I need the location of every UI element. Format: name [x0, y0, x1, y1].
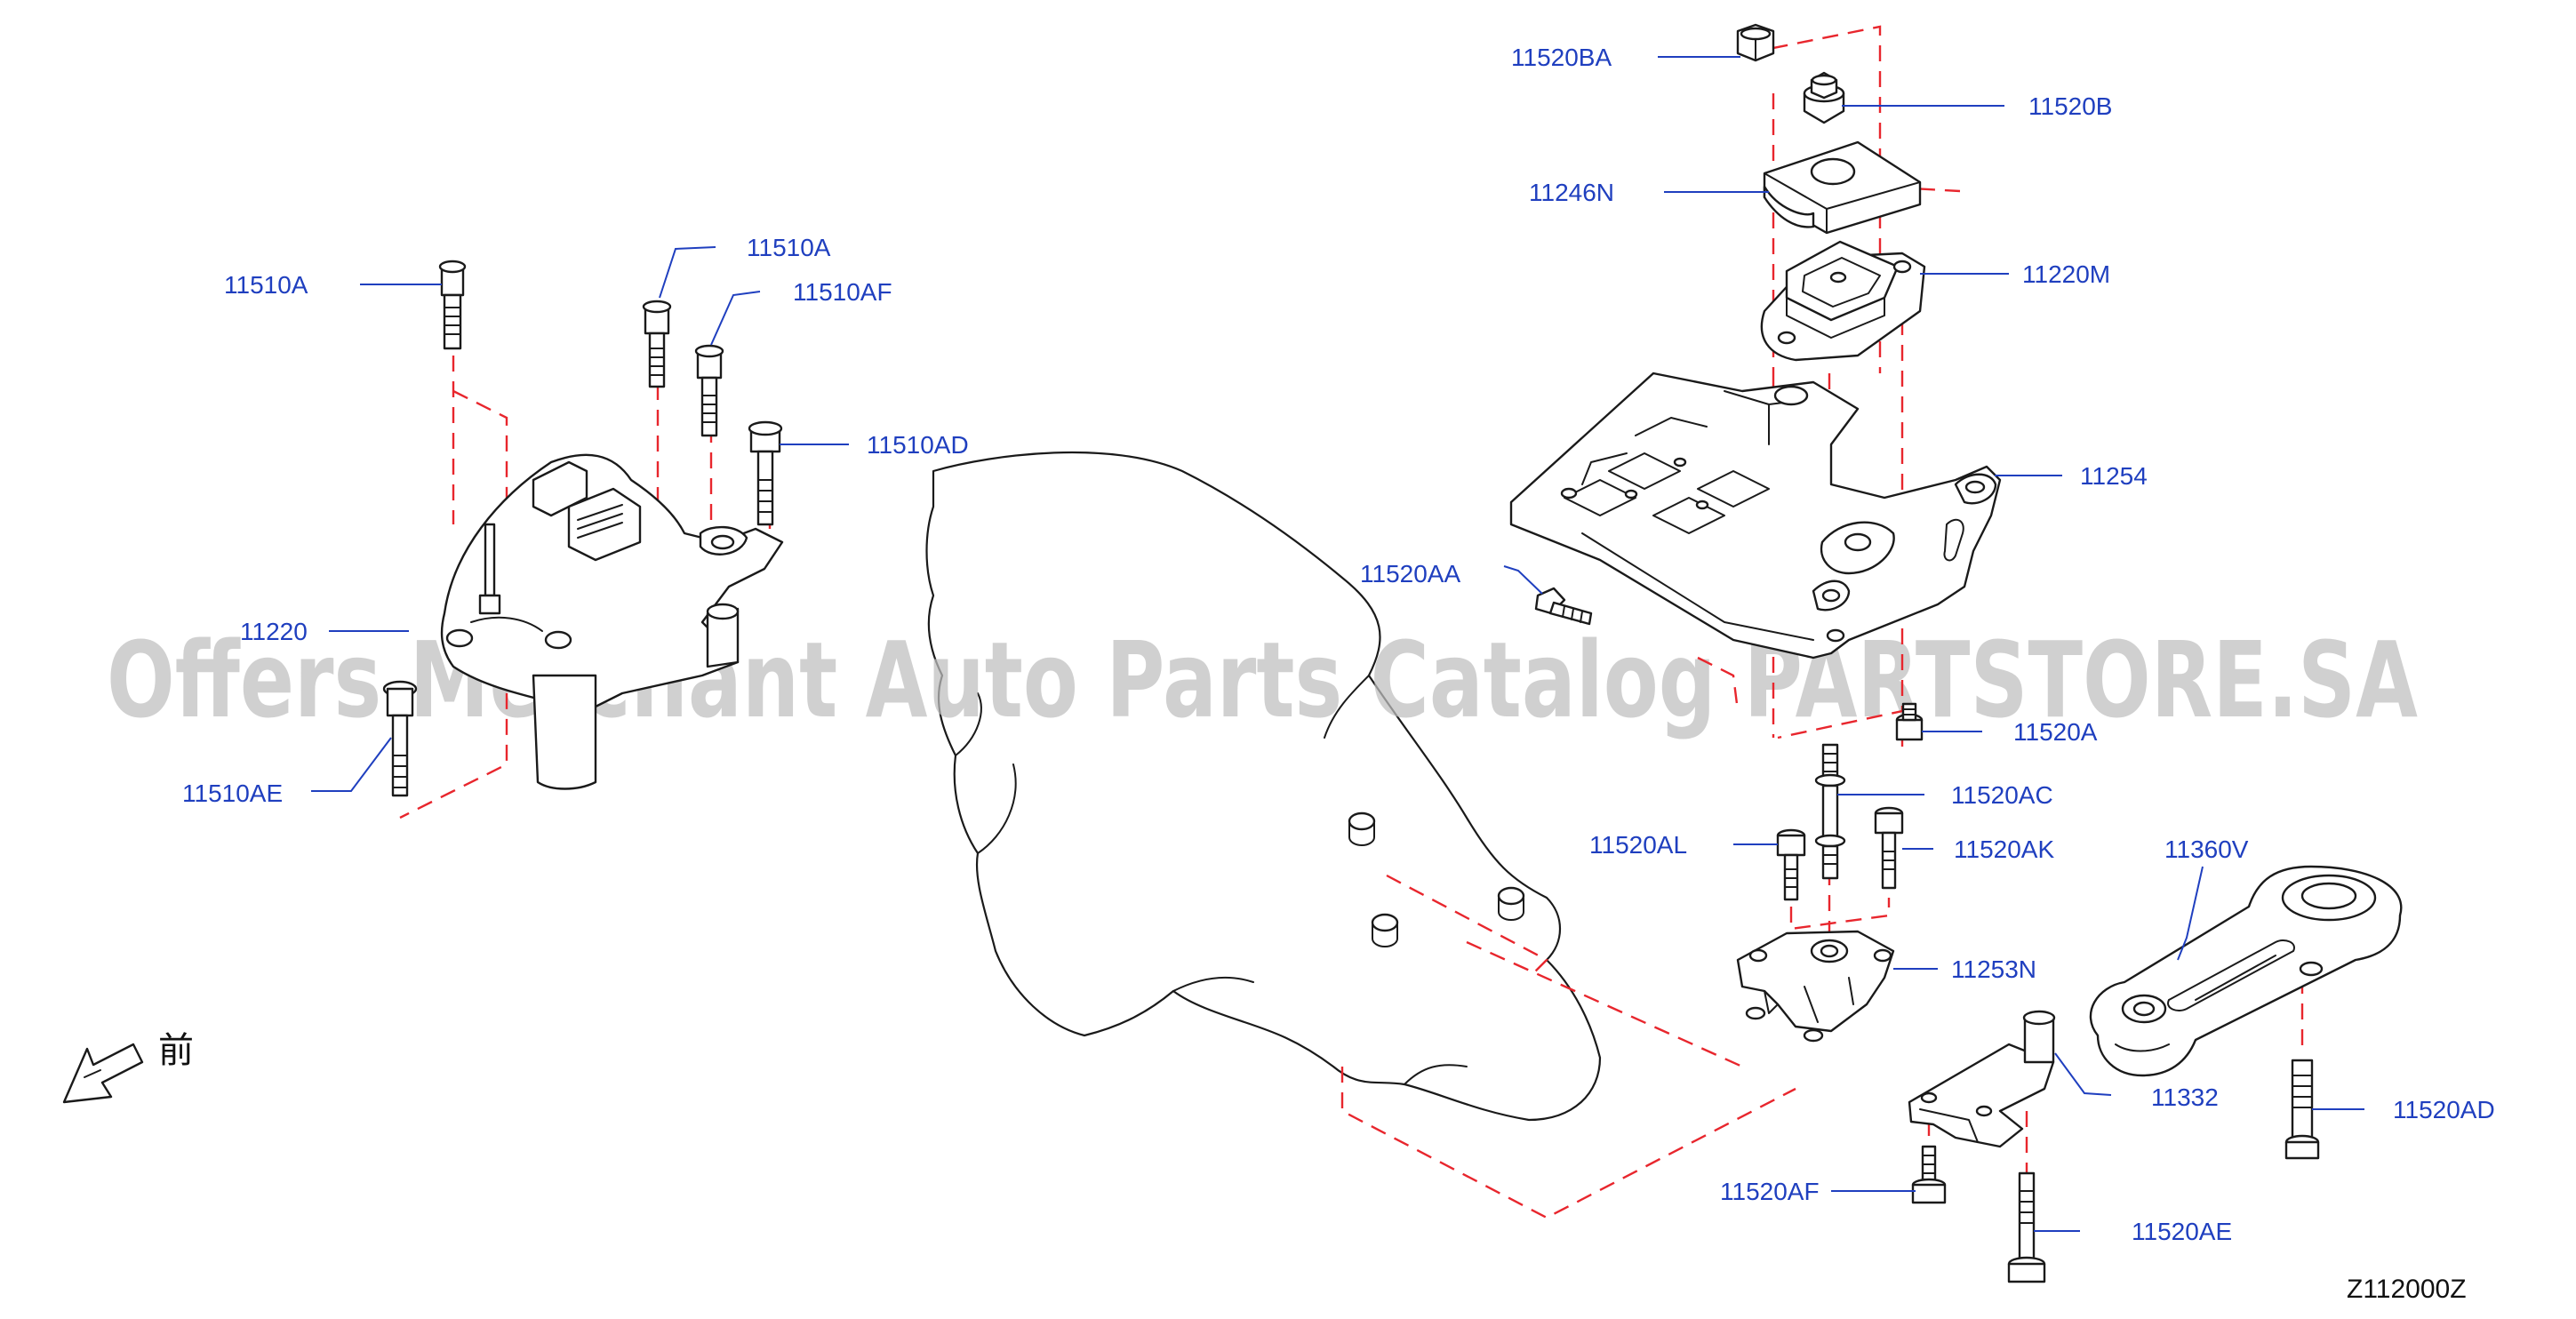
callout-11220: 11220: [240, 618, 308, 645]
left-engine-mount-11220: [440, 453, 784, 790]
callout-11520AL: 11520AL: [1589, 831, 1687, 859]
nut-11520BA: [1736, 23, 1775, 62]
callout-11220M: 11220M: [2022, 260, 2110, 288]
callout-11520AD: 11520AD: [2393, 1096, 2495, 1123]
callout-11510A-top: 11510A: [747, 234, 831, 261]
callout-11360V: 11360V: [2164, 835, 2249, 863]
callout-11520B: 11520B: [2028, 92, 2112, 120]
callout-11520AK: 11520AK: [1954, 835, 2054, 863]
engine-boss-1: [1348, 811, 1376, 846]
bolt-11510AE: [382, 680, 418, 797]
callout-11246N: 11246N: [1529, 179, 1614, 206]
callout-11520AE: 11520AE: [2132, 1218, 2232, 1245]
bolt-11520AL: [1776, 828, 1806, 901]
callout-11520AF: 11520AF: [1720, 1178, 1820, 1205]
callout-11510A-left: 11510A: [224, 271, 308, 299]
bolt-11520AE: [2007, 1171, 2046, 1283]
engine-block-outline: [925, 451, 1602, 1122]
bolt-11520AF: [1911, 1145, 1947, 1204]
leader-lines: [311, 56, 2364, 1232]
bolt-11520AD: [2284, 1059, 2320, 1160]
bolt-11510A-top: [642, 300, 672, 388]
spacer-11246N: [1763, 140, 1922, 235]
bracket-11254: [1509, 372, 2002, 660]
callout-11520AC: 11520AC: [1951, 781, 2053, 809]
diagram-code: Z112000Z: [2347, 1275, 2467, 1304]
engine-boss-3: [1497, 886, 1525, 921]
callout-11510AE: 11510AE: [182, 779, 283, 807]
callout-11510AD: 11510AD: [867, 431, 969, 459]
bolt-11510A-left: [438, 260, 467, 350]
bolt-11520AA: [1534, 587, 1593, 626]
bolt-11510AD: [748, 420, 783, 526]
callout-11510AF: 11510AF: [793, 278, 892, 306]
insulator-11220M: [1760, 240, 1926, 362]
front-label: 前: [158, 1030, 194, 1071]
callout-11520AA: 11520AA: [1360, 560, 1460, 588]
callout-11332: 11332: [2151, 1083, 2219, 1111]
bolt-11510AF: [694, 344, 724, 437]
bracket-11332: [1908, 1010, 2056, 1148]
callout-11520BA: 11520BA: [1511, 44, 1612, 71]
front-direction-arrow: [62, 1043, 144, 1104]
torque-rod-11360V: [2089, 865, 2403, 1077]
bolt-11520A: [1895, 702, 1924, 741]
bracket-11253N: [1736, 930, 1895, 1043]
nut-11520B: [1803, 71, 1845, 124]
bolt-11520AK: [1874, 806, 1904, 890]
callout-11253N: 11253N: [1951, 955, 2036, 983]
stud-11520AC: [1814, 743, 1846, 880]
engine-boss-2: [1371, 913, 1399, 947]
callout-11520A: 11520A: [2013, 718, 2098, 746]
callout-11254: 11254: [2080, 462, 2148, 490]
